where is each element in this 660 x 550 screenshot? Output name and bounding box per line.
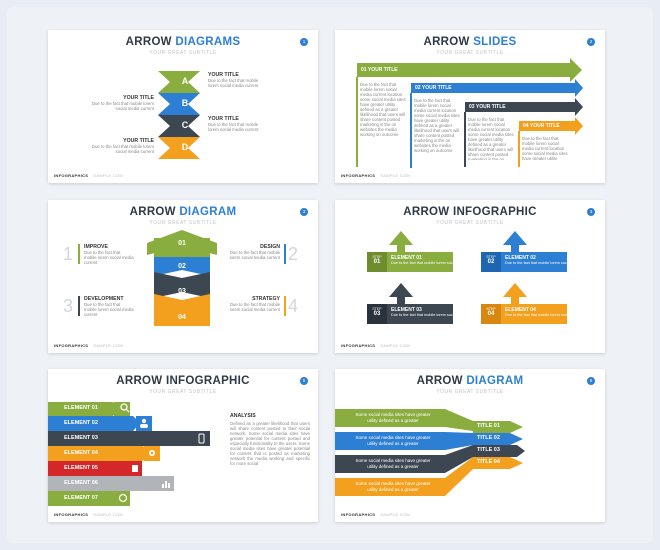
band-title-4: TITLE 04: [477, 459, 500, 465]
slide-subtitle: YOUR GREAT SUBTITLE: [149, 389, 217, 395]
up-arrow-graphic: [147, 230, 217, 326]
letter-d: D: [181, 142, 189, 152]
bar-label-3: 03 YOUR TITLE: [469, 104, 506, 110]
page-number: 1: [300, 38, 308, 46]
item-2-number: 2: [288, 244, 299, 264]
column-text-2: Due to the fact that mobile lorem social…: [414, 98, 460, 153]
element-arrows-graphic: [48, 402, 210, 506]
bar-label-1: 01 YOUR TITLE: [361, 67, 398, 73]
slide-arrow-slides[interactable]: ARROW SLIDES YOUR GREAT SUBTITLE 2 01 YO…: [335, 30, 605, 183]
element-label-6: ELEMENT 06: [64, 480, 98, 486]
page-number: 3: [300, 208, 308, 216]
slide-arrow-infographic-7[interactable]: ARROW INFOGRAPHIC YOUR GREAT SUBTITLE 5 …: [48, 369, 318, 522]
band-title-3: TITLE 03: [477, 447, 500, 453]
element-label-5: ELEMENT 05: [64, 465, 98, 471]
page-number: 6: [587, 377, 595, 385]
item-2-bar: [284, 244, 286, 264]
column-text-4: Due to the fact that mobile lorem social…: [522, 136, 568, 160]
column-text-3: Due to the fact that mobile lorem social…: [468, 117, 514, 160]
slide-title: ARROW SLIDES: [423, 36, 517, 48]
page-number: 5: [300, 377, 308, 385]
analysis-text: Defined as a greater likelihood that use…: [230, 421, 310, 466]
item-1-bar: [78, 244, 80, 264]
slide-title: ARROW DIAGRAMS: [125, 36, 241, 48]
slide-title: ARROW INFOGRAPHIC: [116, 375, 250, 387]
slide-title: ARROW DIAGRAM: [129, 206, 237, 218]
page-number: 2: [587, 38, 595, 46]
slide-title: ARROW DIAGRAM: [416, 375, 524, 387]
slide-subtitle: YOUR GREAT SUBTITLE: [436, 50, 504, 56]
element-label-1: ELEMENT 01: [64, 405, 98, 411]
band-title-2: TITLE 02: [477, 435, 500, 441]
step-01: 01: [178, 240, 186, 247]
item-3-bar: [78, 296, 80, 316]
slide-subtitle: YOUR GREAT SUBTITLE: [436, 220, 504, 226]
letter-b: B: [181, 98, 189, 108]
slide-subtitle: YOUR GREAT SUBTITLE: [436, 389, 504, 395]
letter-c: C: [181, 120, 189, 130]
element-label-3: ELEMENT 03: [64, 435, 98, 441]
page-number: 4: [587, 208, 595, 216]
chevron-stack-graphic: [158, 71, 200, 159]
slide-arrow-diagram-bands[interactable]: ARROW DIAGRAM YOUR GREAT SUBTITLE 6 Some…: [335, 369, 605, 522]
slide-arrow-diagram[interactable]: ARROW DIAGRAM YOUR GREAT SUBTITLE 3 01 0…: [48, 200, 318, 353]
step-03: 03: [178, 288, 186, 295]
analysis-title: ANALYSIS: [230, 413, 256, 419]
converging-arrow-graphic: [335, 409, 525, 496]
letter-a: A: [181, 76, 189, 86]
element-label-7: ELEMENT 07: [64, 495, 98, 501]
bar-label-2: 02 YOUR TITLE: [415, 85, 452, 91]
item-3-number: 3: [63, 296, 74, 316]
column-text-1: Due to the fact that mobile lorem social…: [360, 82, 406, 137]
element-label-2: ELEMENT 02: [64, 420, 98, 426]
step-02: 02: [178, 263, 186, 270]
element-label-4: ELEMENT 04: [64, 450, 98, 456]
item-4-number: 4: [288, 296, 299, 316]
slide-subtitle: YOUR GREAT SUBTITLE: [149, 50, 217, 56]
slide-subtitle: YOUR GREAT SUBTITLE: [149, 220, 217, 226]
band-title-1: TITLE 01: [477, 423, 500, 429]
slide-title: ARROW INFOGRAPHIC: [403, 206, 537, 218]
item-1-number: 1: [63, 244, 74, 264]
arrow-bars-graphic: [356, 58, 583, 168]
item-4-bar: [284, 296, 286, 316]
bar-label-4: 04 YOUR TITLE: [523, 123, 560, 129]
step-04: 04: [178, 314, 186, 321]
slide-arrow-infographic-4[interactable]: ARROW INFOGRAPHIC YOUR GREAT SUBTITLE 4 …: [335, 200, 605, 353]
slide-arrow-diagrams[interactable]: ARROW DIAGRAMS YOUR GREAT SUBTITLE 1 A B…: [48, 30, 318, 183]
box-arrows-graphic: [367, 231, 567, 324]
